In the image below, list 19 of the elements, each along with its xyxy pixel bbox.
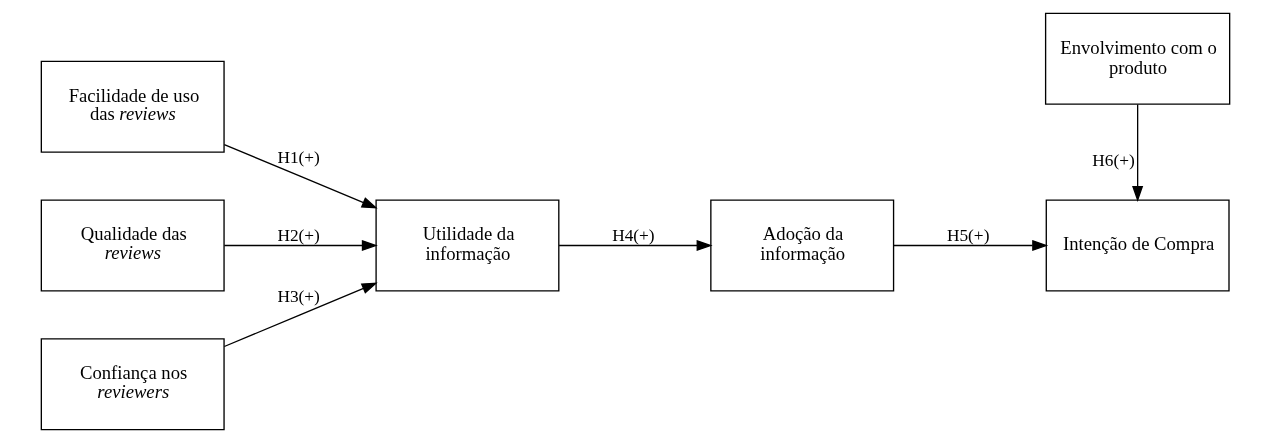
node-box: Qualidade das reviews xyxy=(40,199,225,292)
node-box: Intenção de Compra xyxy=(1045,199,1230,292)
arrow xyxy=(223,282,378,348)
node-box: Utilidade da informação xyxy=(374,199,559,292)
node-box: Envolvimento com o produto xyxy=(1044,12,1230,105)
arrow xyxy=(223,143,378,209)
arrow xyxy=(223,239,378,252)
edge-label: H5(+) xyxy=(946,225,989,245)
edge-label: H4(+) xyxy=(611,225,655,245)
edge-label: H3(+) xyxy=(276,287,320,307)
node-box: Adoção da informação xyxy=(709,199,894,292)
edge-label: H2(+) xyxy=(276,225,320,245)
arrow xyxy=(557,239,713,252)
node-box: Confiança nos reviewers xyxy=(40,338,225,431)
edge-label: H6(+) xyxy=(1091,150,1135,170)
edge-label: H1(+) xyxy=(276,148,320,168)
arrow xyxy=(892,239,1048,252)
arrow xyxy=(1131,103,1143,202)
node-box: Facilidade de uso das reviews xyxy=(40,60,225,153)
